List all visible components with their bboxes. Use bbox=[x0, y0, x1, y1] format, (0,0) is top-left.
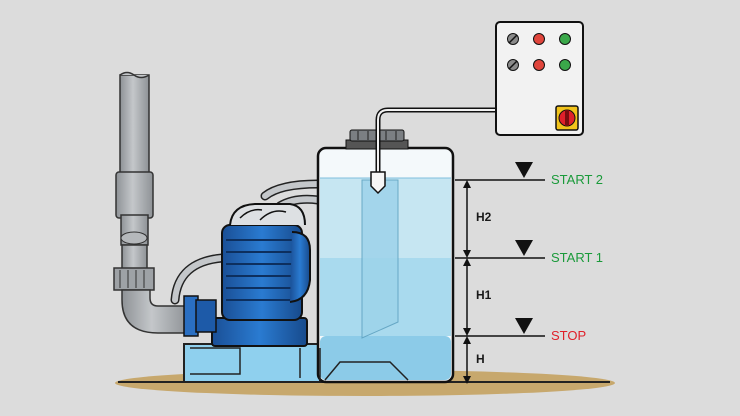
discharge-pipe bbox=[113, 71, 189, 334]
green-light-icon bbox=[559, 59, 571, 71]
dimension-label-h2: H2 bbox=[476, 210, 492, 224]
dimension-label-h: H bbox=[476, 352, 485, 366]
level-label-start-1: START 1 bbox=[551, 250, 603, 265]
control-panel bbox=[495, 21, 584, 136]
red-light-icon bbox=[533, 33, 545, 45]
level-triangle-icon bbox=[515, 162, 533, 178]
level-sensor bbox=[370, 107, 496, 195]
green-light-icon bbox=[559, 33, 571, 45]
level-triangle-icon bbox=[515, 240, 533, 256]
level-triangle-icon bbox=[515, 318, 533, 334]
level-label-stop: STOP bbox=[551, 328, 586, 343]
dimension-label-h1: H1 bbox=[476, 288, 492, 302]
water-tank bbox=[316, 129, 455, 384]
level-label-start-2: START 2 bbox=[551, 172, 603, 187]
dimension-lines bbox=[463, 180, 471, 384]
pump bbox=[183, 203, 311, 347]
red-light-icon bbox=[533, 59, 545, 71]
level-markers: START 2 START 1 STOP bbox=[455, 162, 603, 343]
pump-base bbox=[183, 343, 321, 383]
hoses bbox=[170, 179, 323, 305]
